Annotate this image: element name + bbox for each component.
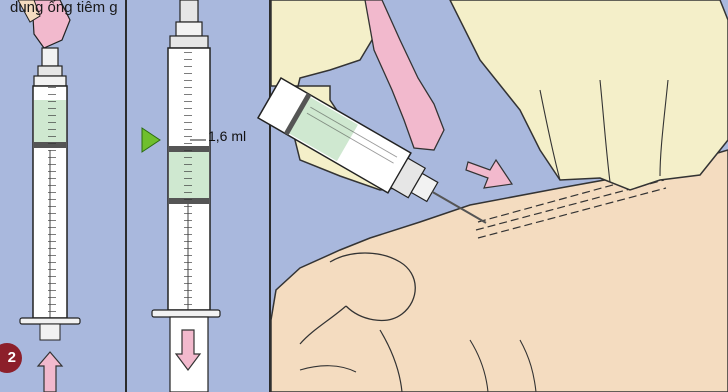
caption-text: dung ống tiêm g (10, 0, 130, 16)
volume-label: 1,6 ml (208, 128, 246, 144)
